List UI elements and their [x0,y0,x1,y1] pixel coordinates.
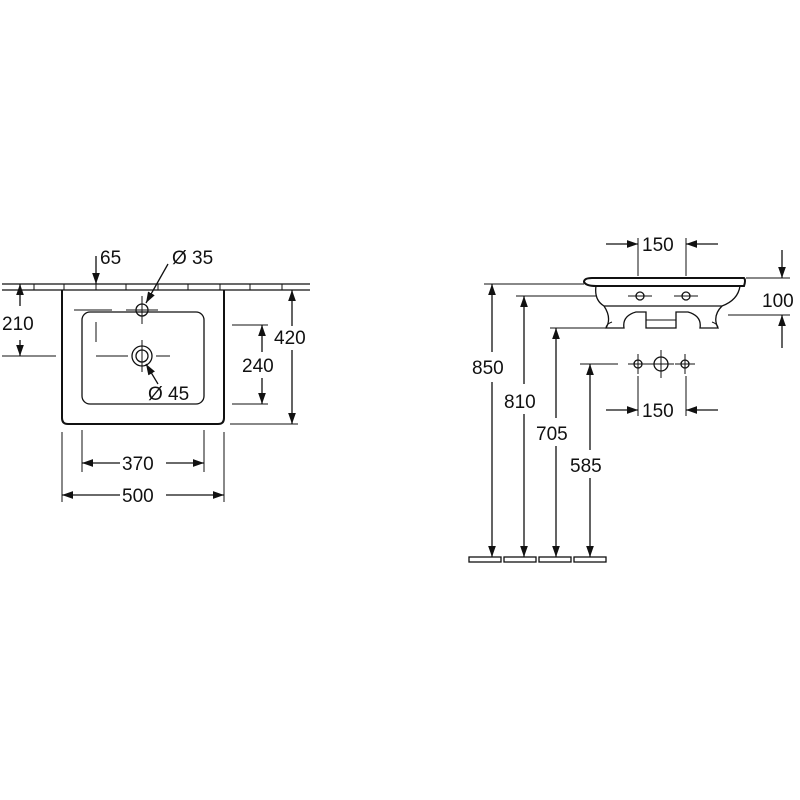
wall-fittings [628,350,695,378]
dim-210-label: 210 [2,314,34,335]
dim-420-label: 420 [274,328,306,349]
waste-outlet [96,340,170,372]
dim-850-line [484,283,584,557]
dim-500-line [61,432,225,502]
dim-705-line [550,327,606,557]
dim-810-label: 810 [504,392,536,413]
dim-150-bottom-label: 150 [642,401,674,422]
basin-profile [582,277,746,329]
dim-210-line [2,284,56,357]
dim-585-label: 585 [570,456,602,477]
dim-tap-hole-label: Ø 35 [172,248,213,269]
side-view: 150 100 850 810 705 [468,235,794,563]
dim-100-line [728,250,790,348]
top-view: 65 Ø 35 210 420 240 Ø 45 [2,248,310,507]
dim-150-top-line [606,238,718,276]
dim-240-label: 240 [242,356,274,377]
dim-65-line [74,256,112,342]
dim-tap-hole-leader [145,263,169,304]
dim-waste-leader [145,363,159,385]
dim-585-line [580,363,618,557]
dim-370-line [81,430,205,472]
dim-850-label: 850 [472,358,504,379]
dim-370-label: 370 [122,454,154,475]
dim-705-label: 705 [536,424,568,445]
tap-hole [126,296,158,324]
dim-500-label: 500 [122,486,154,507]
basin-bowl [81,311,205,405]
dim-150-top-label: 150 [642,235,674,256]
dim-420-line [230,290,298,425]
dim-65-label: 65 [100,248,121,269]
basin-outline [61,290,225,425]
dim-waste-label: Ø 45 [148,384,189,405]
dim-150-bottom-line [606,376,718,416]
dim-810-line [516,295,596,557]
dim-240-line [232,324,268,405]
floor-line [468,556,607,563]
dim-100-label: 100 [762,291,794,312]
